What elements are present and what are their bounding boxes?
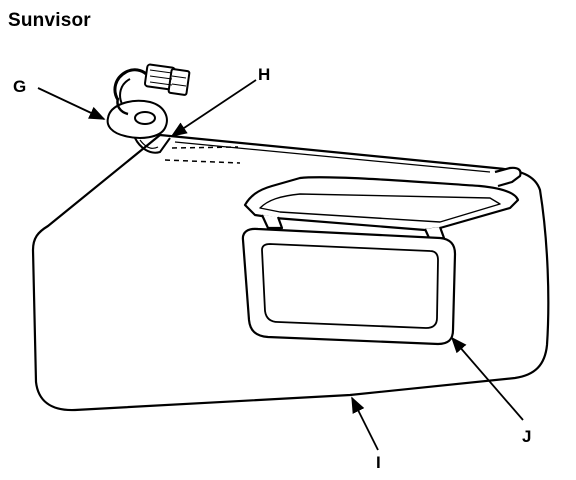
- callout-i: I: [376, 453, 381, 472]
- callout-h: H: [258, 65, 270, 84]
- diagram-title: Sunvisor: [8, 10, 91, 31]
- mirror-cover: [243, 166, 522, 242]
- leader-lines: [37, 79, 524, 451]
- mounting-clip: [106, 99, 171, 154]
- leader-g: [37, 87, 106, 120]
- callout-j: J: [522, 427, 531, 446]
- leader-i: [351, 396, 379, 451]
- leader-j: [450, 336, 524, 421]
- connector-harness: [113, 63, 191, 116]
- leader-h: [170, 79, 257, 137]
- callout-g: G: [13, 77, 26, 96]
- hidden-lines: [164, 146, 241, 164]
- vanity-mirror: [241, 227, 457, 346]
